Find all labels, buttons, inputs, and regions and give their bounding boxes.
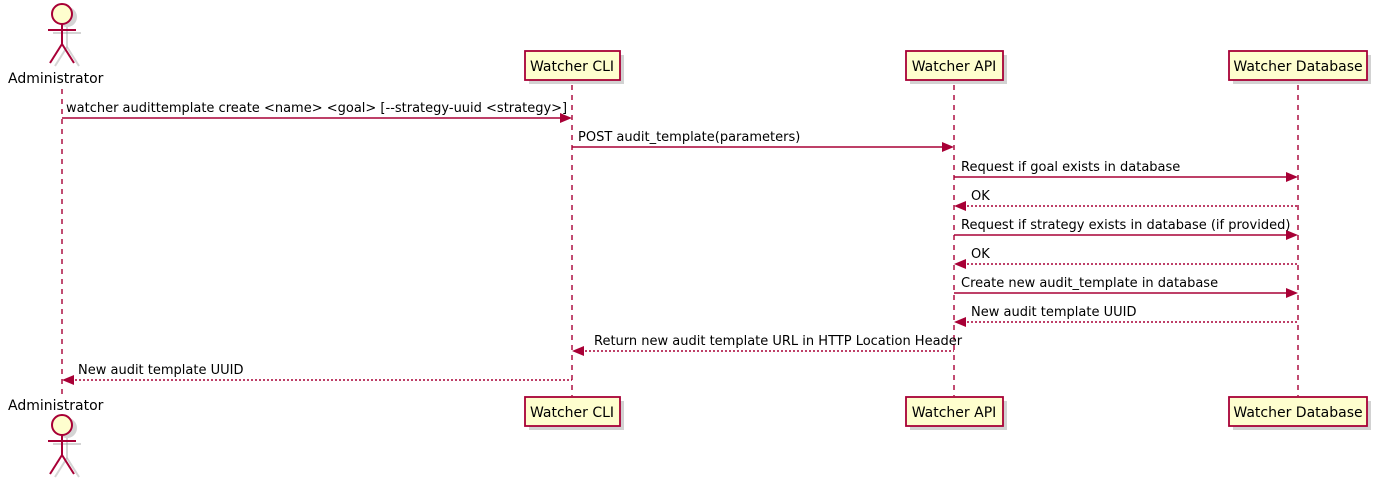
message-5-label: Request if strategy exists in database (…: [961, 218, 1290, 233]
participant-label-watcher-cli-bottom: Watcher CLI: [530, 405, 614, 421]
participant-box-watcher-cli-top[interactable]: Watcher CLI: [524, 50, 624, 84]
message-3: Request if goal exists in database: [954, 160, 1298, 182]
message-7: Create new audit_template in database: [954, 276, 1298, 298]
participant-box-watcher-cli-bottom[interactable]: Watcher CLI: [524, 396, 624, 430]
message-1: watcher audittemplate create <name> <goa…: [62, 101, 572, 123]
participant-box-watcher-api-bottom[interactable]: Watcher API: [905, 396, 1007, 430]
message-8-label: New audit template UUID: [971, 305, 1136, 320]
actor-label-administrator-bottom: Administrator: [8, 398, 104, 414]
message-8-arrowhead: [954, 317, 966, 327]
message-6: OK: [954, 247, 1298, 269]
message-6-label: OK: [971, 247, 990, 262]
actor-label-administrator-top: Administrator: [8, 71, 104, 87]
message-6-arrowhead: [954, 259, 966, 269]
message-9: Return new audit template URL in HTTP Lo…: [572, 334, 963, 356]
message-5: Request if strategy exists in database (…: [954, 218, 1298, 240]
participant-label-watcher-database-top: Watcher Database: [1233, 59, 1362, 75]
actor-administrator-bottom[interactable]: Administrator: [8, 398, 104, 478]
message-10-label: New audit template UUID: [78, 363, 243, 378]
message-3-arrowhead: [1286, 172, 1298, 182]
message-4-label: OK: [971, 189, 990, 204]
message-7-label: Create new audit_template in database: [961, 276, 1218, 291]
message-1-label: watcher audittemplate create <name> <goa…: [66, 101, 567, 116]
message-8: New audit template UUID: [954, 305, 1298, 327]
actor-administrator-top[interactable]: Administrator: [8, 3, 104, 87]
message-9-label: Return new audit template URL in HTTP Lo…: [594, 334, 963, 349]
message-1-arrowhead: [560, 113, 572, 123]
message-2-label: POST audit_template(parameters): [578, 130, 800, 145]
message-2-arrowhead: [942, 142, 954, 152]
participant-label-watcher-cli-top: Watcher CLI: [530, 59, 614, 75]
message-7-arrowhead: [1286, 288, 1298, 298]
message-10-arrowhead: [62, 375, 74, 385]
actor-bottom-icon: [48, 414, 76, 475]
participant-label-watcher-database-bottom: Watcher Database: [1233, 405, 1362, 421]
actor-top-icon: [48, 3, 76, 64]
lifelines: [61, 85, 1299, 396]
participant-box-watcher-api-top[interactable]: Watcher API: [905, 50, 1007, 84]
message-2: POST audit_template(parameters): [572, 130, 954, 152]
message-9-arrowhead: [572, 346, 584, 356]
message-3-label: Request if goal exists in database: [961, 160, 1180, 175]
participant-label-watcher-api-top: Watcher API: [912, 59, 997, 75]
message-10: New audit template UUID: [62, 363, 572, 385]
message-4-arrowhead: [954, 201, 966, 211]
message-4: OK: [954, 189, 1298, 211]
participant-box-watcher-database-top[interactable]: Watcher Database: [1228, 50, 1371, 84]
participant-label-watcher-api-bottom: Watcher API: [912, 405, 997, 421]
participant-box-watcher-database-bottom[interactable]: Watcher Database: [1228, 396, 1371, 430]
message-5-arrowhead: [1286, 230, 1298, 240]
